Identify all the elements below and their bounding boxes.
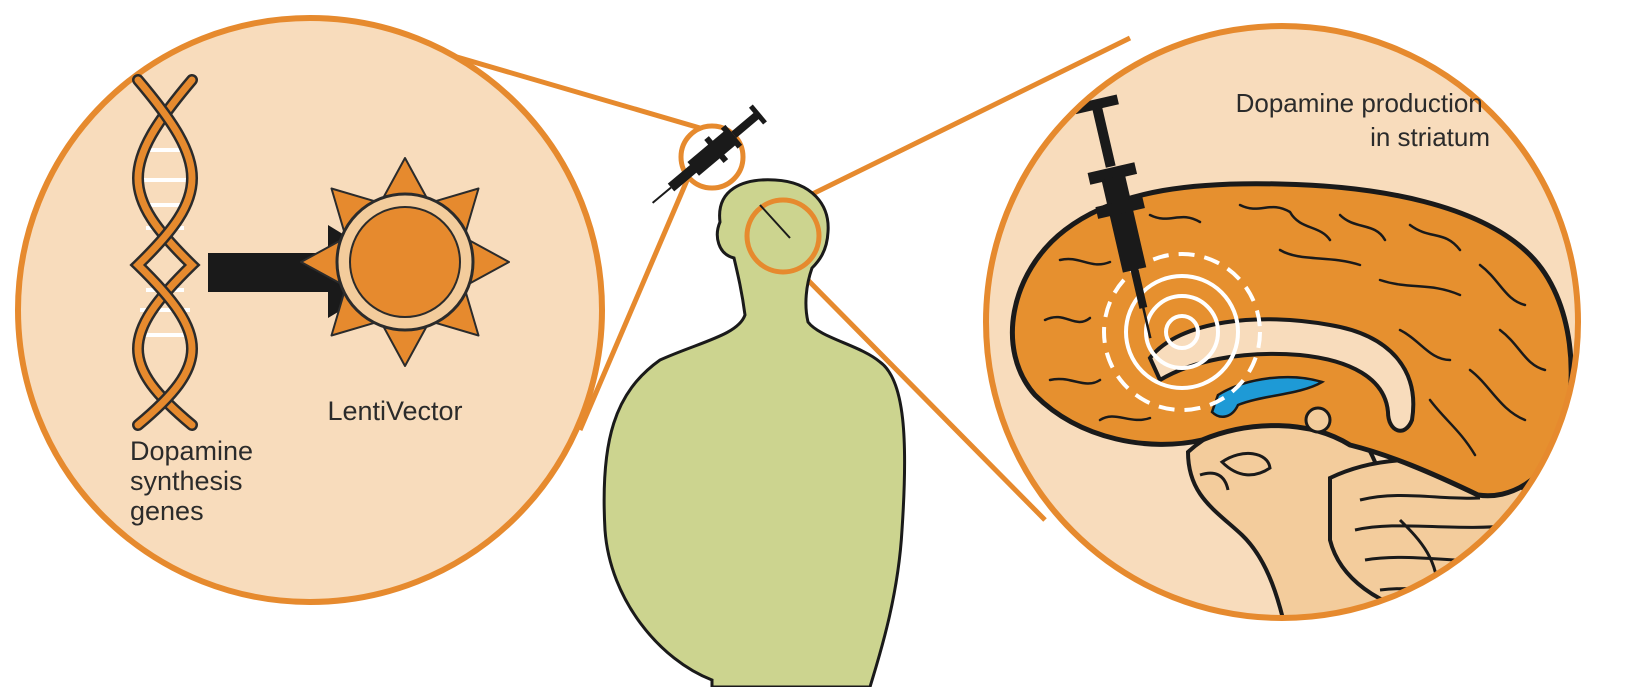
brain-zoom-circle: Dopamine production in striatum (986, 26, 1578, 650)
lentivector-label: LentiVector (327, 396, 462, 426)
gene-vector-zoom-circle: LentiVector Dopamine synthesis genes (18, 18, 602, 602)
lentivector-icon (301, 158, 509, 366)
